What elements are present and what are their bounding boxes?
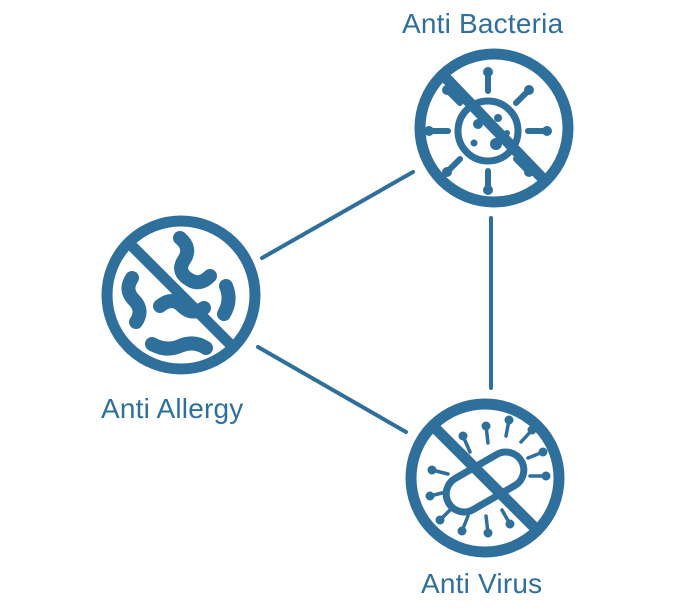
label-anti-allergy: Anti Allergy: [101, 393, 244, 424]
no-bacteria-icon: [414, 48, 574, 208]
edge-bacteria-allergy: [260, 170, 415, 260]
no-virus-icon: [405, 398, 565, 558]
label-anti-bacteria: Anti Bacteria: [402, 8, 564, 39]
edge-allergy-virus: [256, 345, 408, 434]
label-anti-virus: Anti Virus: [421, 568, 543, 599]
no-allergen-icon: [101, 215, 261, 375]
